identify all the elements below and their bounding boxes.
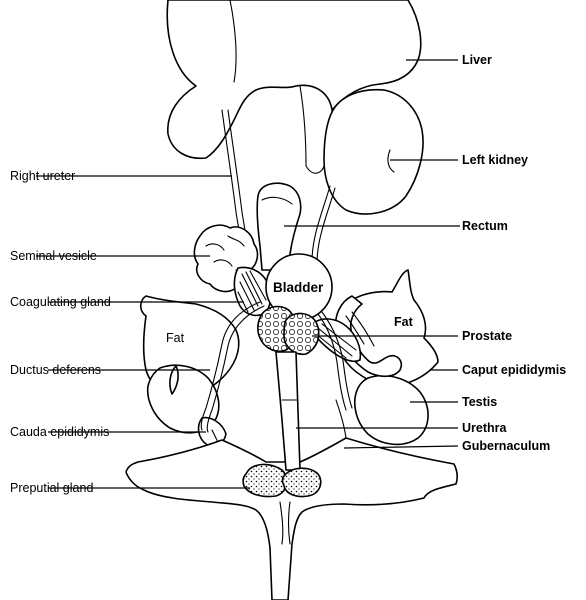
urethra — [275, 351, 301, 471]
label-liver: Liver — [462, 53, 492, 67]
label-rectum: Rectum — [462, 219, 508, 233]
label-preputial-gland: Preputial gland — [10, 481, 93, 495]
testis-right — [354, 374, 429, 446]
leader-lines — [36, 59, 460, 489]
label-seminal-vesicle: Seminal vesicle — [10, 249, 97, 263]
prostate — [257, 305, 320, 356]
seminal-vesicle-right — [311, 318, 362, 363]
penile-shaft — [279, 501, 291, 545]
label-left-kidney: Left kidney — [462, 153, 528, 167]
label-bladder: Bladder — [273, 280, 324, 295]
coagulating-gland — [233, 266, 272, 317]
label-caput-epididymis: Caput epididymis — [462, 363, 566, 377]
label-fat-left: Fat — [166, 331, 185, 345]
label-prostate: Prostate — [462, 329, 512, 343]
preputial-gland — [242, 463, 322, 498]
label-fat-right: Fat — [394, 315, 414, 329]
left-kidney — [323, 88, 424, 215]
body-wall — [125, 437, 459, 600]
label-ductus-deferens: Ductus deferens — [10, 363, 101, 377]
ductus-deferens — [200, 301, 353, 433]
label-gubernaculum: Gubernaculum — [462, 439, 550, 453]
label-urethra: Urethra — [462, 421, 508, 435]
label-cauda-epididymis: Cauda epididymis — [10, 425, 109, 439]
left-ureter — [311, 185, 336, 265]
rectum — [256, 182, 302, 271]
label-right-ureter: Right ureter — [10, 169, 75, 183]
label-coagulating-gland: Coagulating gland — [10, 295, 111, 309]
label-testis: Testis — [462, 395, 497, 409]
